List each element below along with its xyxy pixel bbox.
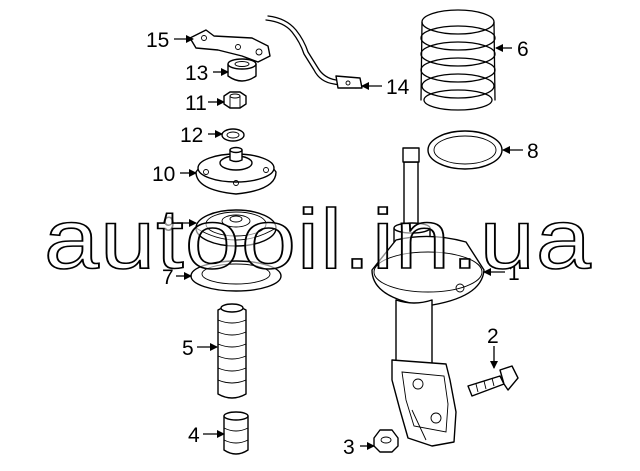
bracket-part: [189, 29, 271, 63]
strut-mount-part: [195, 146, 277, 195]
leader-lines: [174, 35, 523, 450]
callout-15: 15: [146, 29, 169, 52]
callout-11: 11: [185, 92, 207, 115]
stabilizer-link-part: [265, 15, 363, 89]
coil-spring-part: [420, 9, 496, 111]
spring-insulator-part: [427, 130, 503, 170]
callout-13: 13: [185, 62, 208, 85]
dust-boot-part: [217, 303, 247, 399]
washer-part: [221, 128, 245, 142]
callout-4: 4: [188, 424, 200, 447]
callout-numbers: 15 13 11 12 10 9 7 5 4 14 6 8 1 2 3: [146, 29, 539, 459]
strut-assembly-part: [371, 147, 485, 447]
bolt-part: [467, 365, 519, 397]
nut-part: [223, 91, 247, 109]
callout-3: 3: [343, 436, 355, 459]
callout-10: 10: [152, 163, 175, 186]
mount-cap-part: [227, 58, 257, 82]
callout-9: 9: [163, 213, 175, 236]
callout-6: 6: [517, 38, 529, 61]
callout-2: 2: [487, 325, 499, 348]
callout-7: 7: [162, 266, 174, 289]
bump-stop-part: [223, 411, 249, 455]
callout-1: 1: [508, 262, 520, 285]
callout-12: 12: [180, 124, 203, 147]
bearing-part: [195, 209, 277, 247]
spring-seat-part: [190, 260, 282, 292]
callout-8: 8: [527, 140, 539, 163]
flange-nut-part: [373, 429, 399, 453]
callout-5: 5: [182, 337, 194, 360]
watermark-text: autooil.in.ua: [44, 192, 592, 286]
callout-14: 14: [386, 76, 410, 99]
